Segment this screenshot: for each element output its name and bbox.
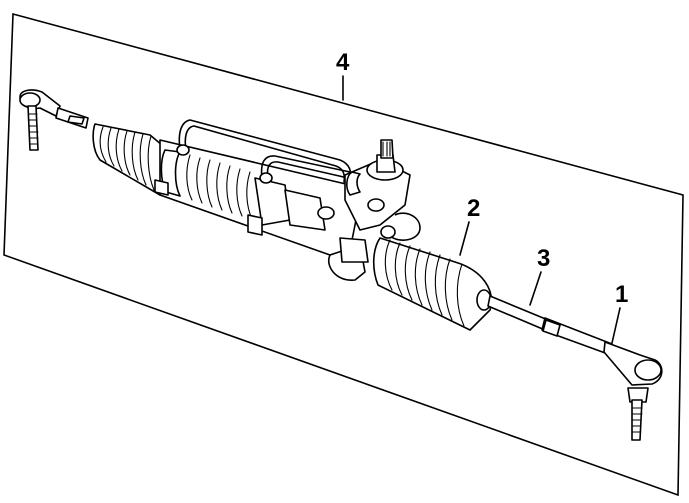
pinion-valve-housing — [328, 139, 421, 281]
leader-line-1 — [611, 307, 621, 344]
outer-tie-rod-end — [603, 341, 663, 441]
right-bellows-boot — [372, 237, 493, 331]
callout-3: 3 — [537, 245, 550, 272]
hydraulic-lines — [176, 119, 352, 184]
callout-1: 1 — [615, 281, 628, 308]
rack-housing — [154, 139, 361, 256]
leader-line-3 — [529, 271, 542, 306]
left-tie-rod-end — [19, 89, 89, 151]
callout-2: 2 — [467, 195, 480, 222]
leader-line-2 — [459, 221, 470, 256]
callout-4: 4 — [336, 49, 350, 76]
